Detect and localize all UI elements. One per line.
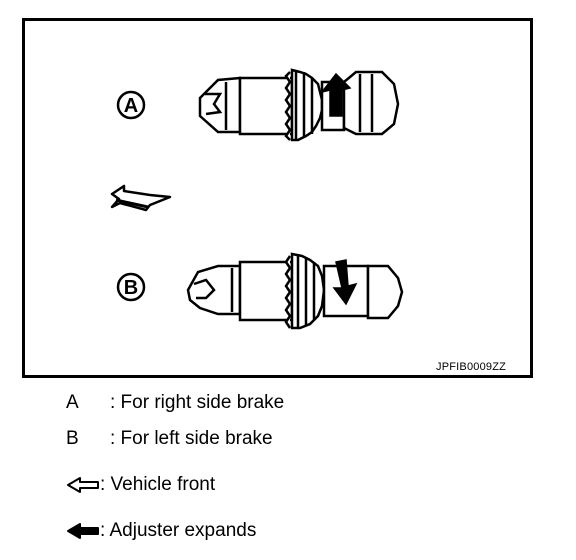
legend-key-b: B: [66, 428, 79, 449]
svg-text:A: A: [124, 95, 138, 117]
legend-text-a: : For right side brake: [110, 392, 285, 413]
adjuster-b: [186, 252, 404, 330]
svg-text:B: B: [124, 277, 138, 299]
legend-text-vehicle-front: : Vehicle front: [100, 474, 216, 495]
figure-frame: [22, 18, 533, 378]
legend-item-b: B : For left side brake: [66, 428, 273, 450]
legend-text-b: : For left side brake: [110, 428, 273, 449]
adjuster-a-expand-arrow-icon: [320, 72, 352, 117]
solid-arrow-icon: [67, 522, 99, 539]
adjuster-a: [198, 68, 400, 142]
adjuster-diagram: A B: [22, 18, 533, 378]
legend-item-adjuster-expands: : Adjuster expands: [66, 520, 256, 542]
adjuster-b-expand-arrow-icon: [332, 259, 358, 306]
label-a: A: [116, 90, 146, 120]
legend-item-vehicle-front: : Vehicle front: [66, 474, 215, 496]
figure-code: JPFIB0009ZZ: [436, 361, 507, 373]
vehicle-front-arrow-icon: [110, 184, 172, 212]
legend-text-adjuster-expands: : Adjuster expands: [100, 520, 257, 541]
outline-arrow-icon: [67, 476, 99, 493]
legend-key-a: A: [66, 392, 79, 413]
label-b: B: [116, 272, 146, 302]
legend-item-a: A : For right side brake: [66, 392, 284, 414]
